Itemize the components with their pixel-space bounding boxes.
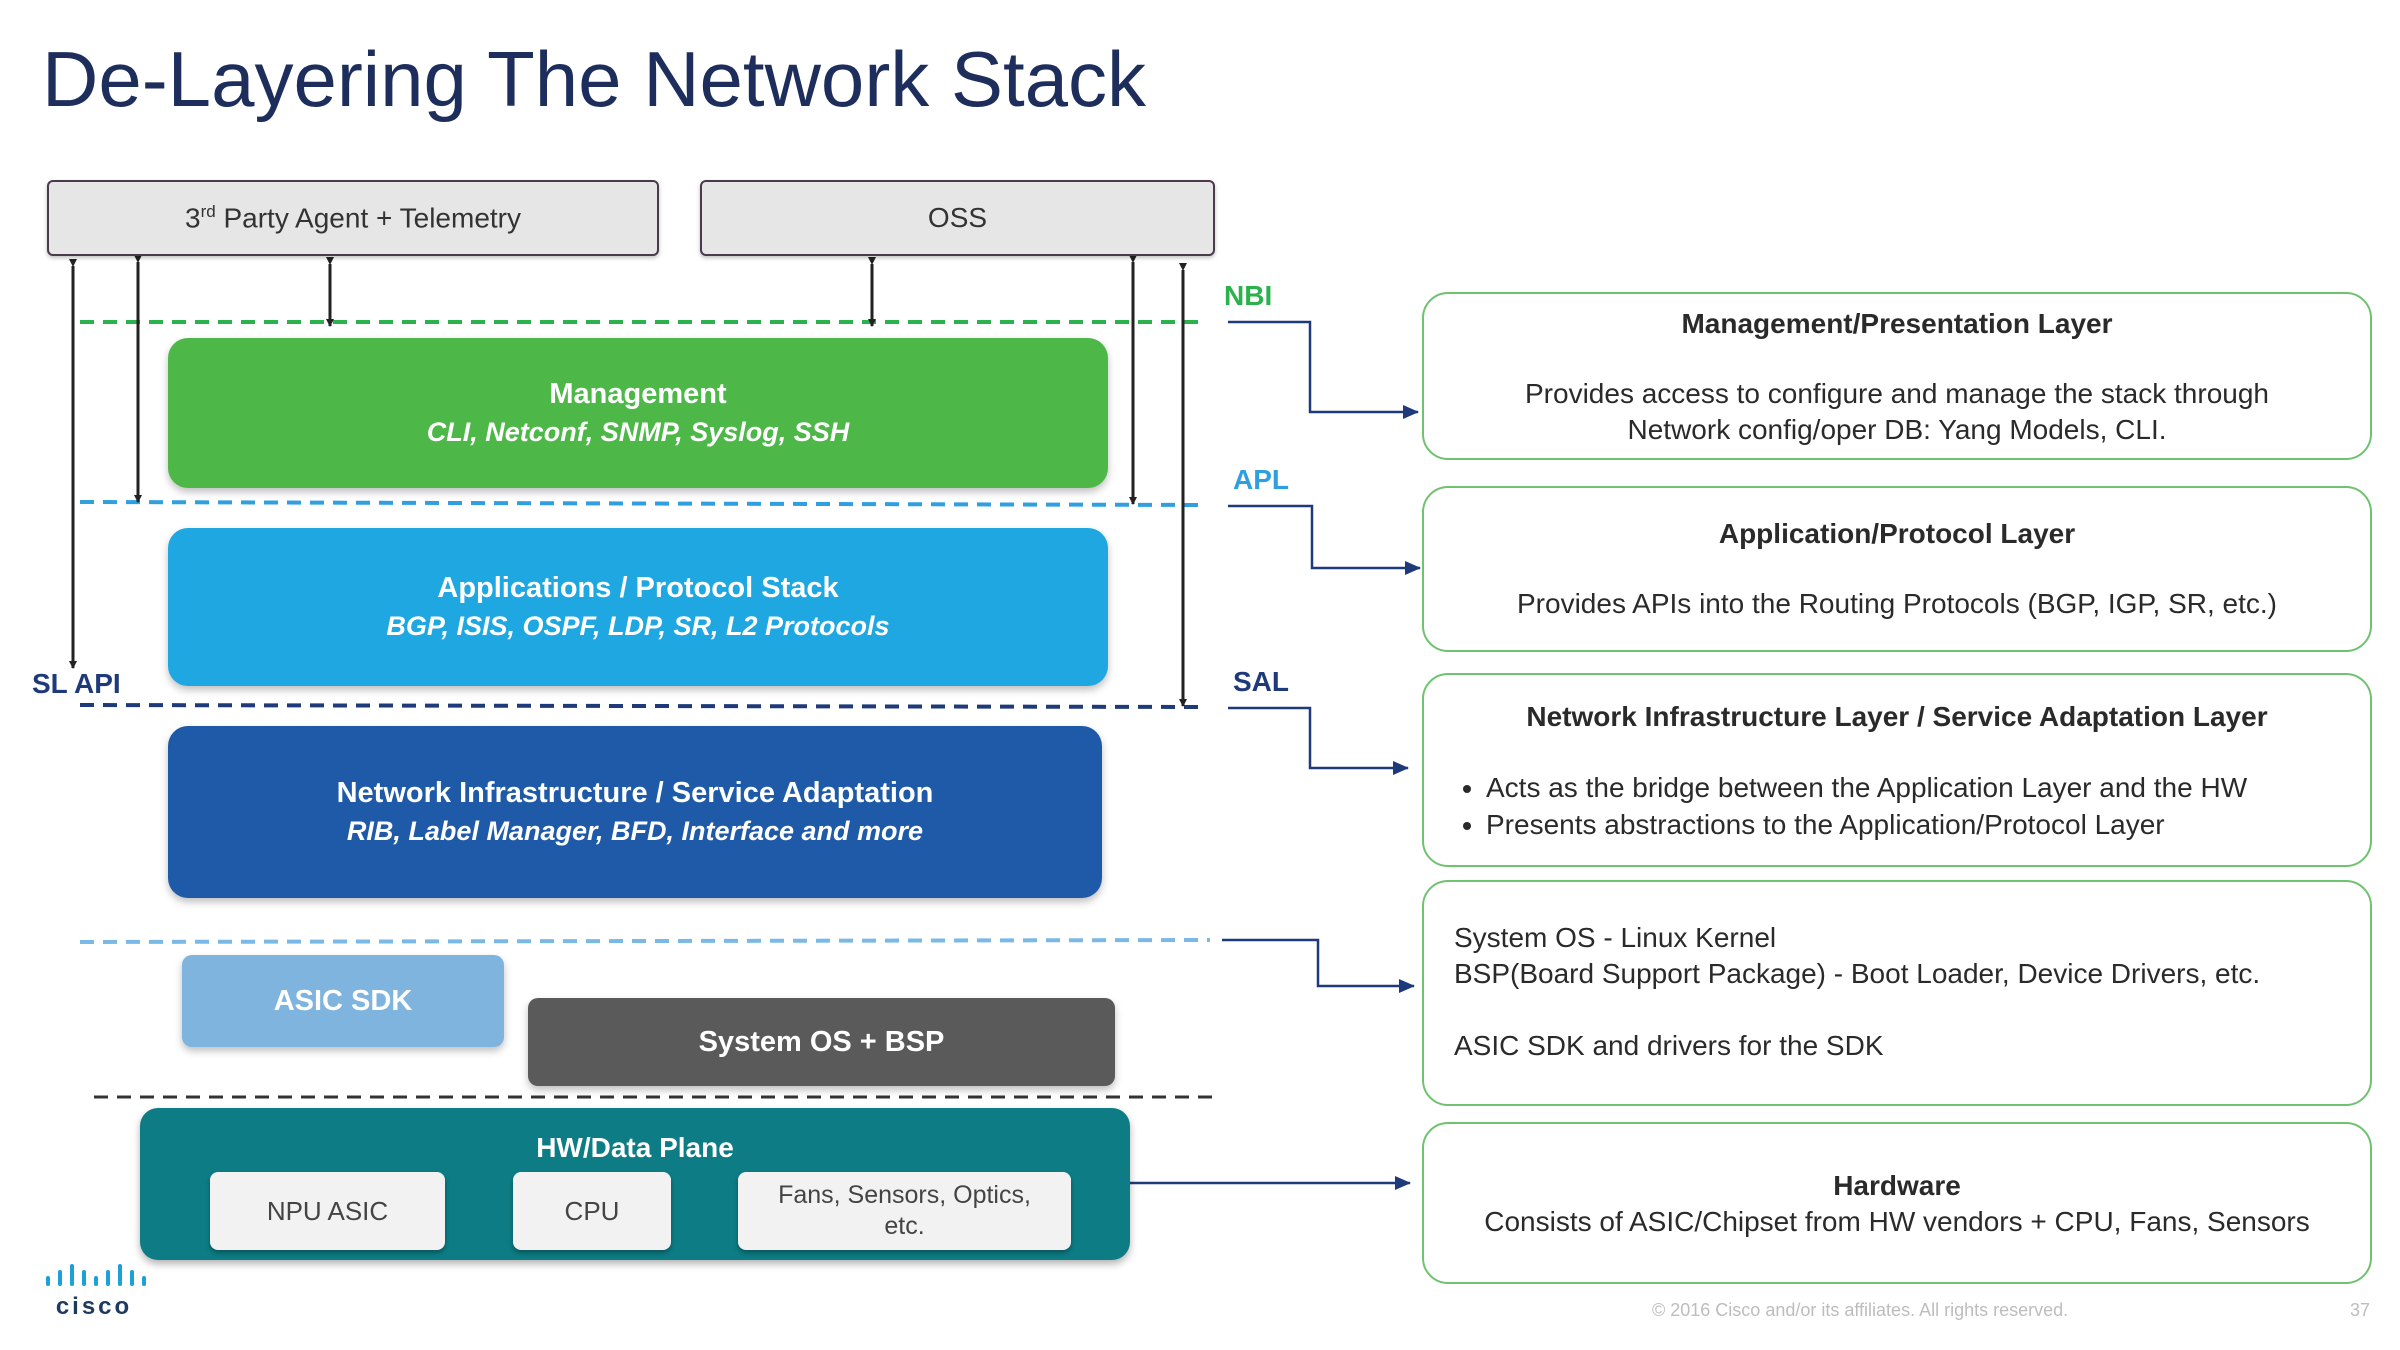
sl-api-label: SL API	[32, 668, 121, 699]
asic-sdk-label: ASIC SDK	[273, 984, 413, 1017]
panel-hardware-heading: Hardware	[1833, 1170, 1961, 1201]
npu-asic-chip: NPU ASIC	[210, 1172, 445, 1250]
oss-box: OSS	[700, 180, 1215, 256]
applications-title: Applications / Protocol Stack	[437, 572, 839, 604]
management-title: Management	[549, 378, 727, 410]
cpu-chip: CPU	[513, 1172, 671, 1250]
panel-system-os: System OS - Linux Kernel BSP(Board Suppo…	[1422, 880, 2372, 1106]
npu-asic-label: NPU ASIC	[266, 1195, 389, 1226]
management-detail: CLI, Netconf, SNMP, Syslog, SSH	[426, 417, 850, 447]
fans-sensors-chip: Fans, Sensors, Optics, etc.	[738, 1172, 1071, 1250]
copyright-text: © 2016 Cisco and/or its affiliates. All …	[1652, 1300, 2069, 1320]
oss-label: OSS	[927, 202, 988, 233]
panel-application-line1: Provides APIs into the Routing Protocols…	[1517, 588, 2277, 619]
third-party-agent-label: 3rd Party Agent + Telemetry	[184, 201, 521, 234]
page-title: De-Layering The Network Stack	[42, 35, 1147, 123]
cpu-label: CPU	[564, 1195, 620, 1226]
cisco-logo: cisco	[42, 1262, 146, 1320]
network-infra-layer: Network Infrastructure / Service Adaptat…	[168, 726, 1102, 898]
panel-infra-bullet-1: Acts as the bridge between the Applicati…	[1486, 769, 2346, 806]
panel-application-protocol: Application/Protocol Layer Provides APIs…	[1422, 486, 2372, 652]
nbi-label: NBI	[1224, 280, 1273, 311]
panel-infra-bullets: Acts as the bridge between the Applicati…	[1446, 769, 2346, 843]
hw-data-plane-layer: HW/Data Plane NPU ASIC CPU Fans, Sensors…	[140, 1108, 1130, 1260]
panel-infra-bullet-2: Presents abstractions to the Application…	[1486, 806, 2346, 843]
page-number: 37	[2350, 1300, 2371, 1320]
fans-sensors-line1: Fans, Sensors, Optics,	[778, 1181, 1031, 1209]
applications-detail: BGP, ISIS, OSPF, LDP, SR, L2 Protocols	[386, 611, 890, 641]
panel-management-line1: Provides access to configure and manage …	[1525, 378, 2269, 409]
sal-dashed-line	[79, 703, 1201, 709]
asic-sdk-layer: ASIC SDK	[182, 955, 504, 1047]
apl-dashed-line	[79, 500, 1201, 507]
panel-system-line1: System OS - Linux Kernel	[1454, 922, 1777, 953]
panel-infra-heading: Network Infrastructure Layer / Service A…	[1526, 701, 2268, 732]
panel-system-line3: ASIC SDK and drivers for the SDK	[1454, 1030, 1884, 1061]
panel-hardware-line1: Consists of ASIC/Chipset from HW vendors…	[1484, 1206, 2310, 1237]
os-dashed-line	[79, 938, 1211, 944]
system-os-layer: System OS + BSP	[528, 998, 1115, 1086]
panel-management-heading: Management/Presentation Layer	[1681, 308, 2113, 339]
panel-application-heading: Application/Protocol Layer	[1718, 518, 2076, 549]
panel-network-infrastructure: Network Infrastructure Layer / Service A…	[1422, 673, 2372, 867]
apl-connector	[1228, 504, 1421, 575]
sal-label: SAL	[1233, 666, 1289, 697]
nbi-connector	[1228, 320, 1419, 419]
applications-layer: Applications / Protocol Stack BGP, ISIS,…	[168, 528, 1108, 686]
cisco-wordmark: cisco	[55, 1293, 133, 1320]
system-connector	[1222, 938, 1415, 993]
system-os-label: System OS + BSP	[698, 1025, 945, 1058]
management-layer: Management CLI, Netconf, SNMP, Syslog, S…	[168, 338, 1108, 488]
sal-connector	[1228, 706, 1409, 775]
network-infra-title: Network Infrastructure / Service Adaptat…	[336, 777, 934, 809]
fans-sensors-line2: etc.	[884, 1212, 925, 1240]
panel-management-presentation: Management/Presentation Layer Provides a…	[1422, 292, 2372, 460]
panel-system-line2: BSP(Board Support Package) - Boot Loader…	[1454, 958, 2261, 989]
third-party-agent-box: 3rd Party Agent + Telemetry	[47, 180, 659, 256]
hw-data-plane-title: HW/Data Plane	[536, 1132, 734, 1163]
panel-hardware: Hardware Consists of ASIC/Chipset from H…	[1422, 1122, 2372, 1284]
cisco-bars-icon	[46, 1264, 146, 1286]
network-infra-detail: RIB, Label Manager, BFD, Interface and m…	[346, 816, 924, 846]
apl-label: APL	[1233, 464, 1289, 495]
panel-management-line2: Network config/oper DB: Yang Models, CLI…	[1627, 414, 2167, 445]
